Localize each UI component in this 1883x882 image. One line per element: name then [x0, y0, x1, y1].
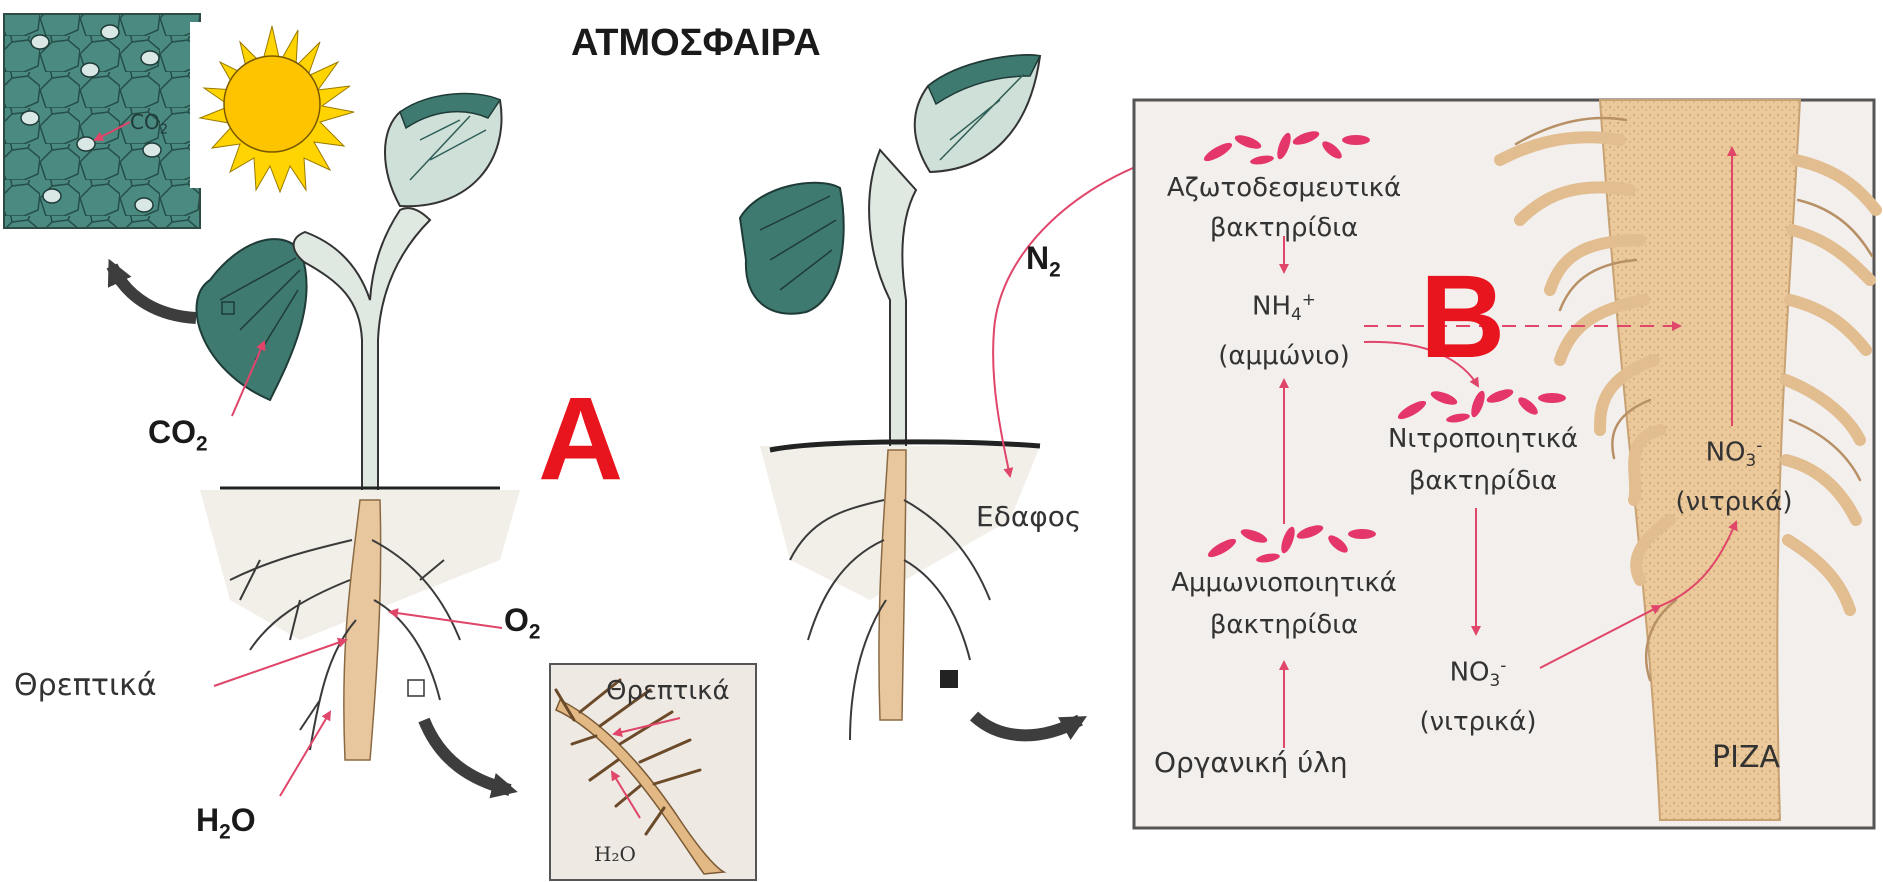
n2-label: N2	[1026, 240, 1061, 282]
nitrogen-fixing-bacteria-label: Αζωτοδεσμευτικά βακτηρίδια	[1144, 168, 1424, 248]
root-nitrate-label: NO3- (νιτρικά)	[1660, 424, 1808, 523]
root-inset-nutrients-label: Θρεπτικά	[606, 676, 730, 706]
diagram-title: ΑΤΜΟΣΦΑΙΡΑ	[571, 22, 821, 65]
root-label: ΡΙΖΑ	[1712, 740, 1780, 775]
plant-a	[197, 94, 521, 760]
nutrients-label: Θρεπτικά	[14, 668, 157, 703]
panel-b-letter: B	[1420, 258, 1505, 376]
water-label: H2O	[196, 802, 256, 844]
leaf-surface-inset	[4, 14, 200, 228]
inset-curved-arrow	[112, 266, 196, 318]
nitrifying-bacteria-label: Νιτροποιητικά βακτηρίδια	[1368, 418, 1598, 502]
nitrate-label: NO3- (νιτρικά)	[1400, 644, 1556, 743]
sun-icon	[190, 22, 354, 192]
root-inset-curved-arrow	[424, 720, 510, 790]
o2-label: O2	[504, 602, 540, 644]
co2-label: CO2	[148, 414, 208, 456]
panel-b-curved-arrow	[974, 716, 1080, 735]
inset-co2-label: CO2	[130, 110, 168, 138]
soil-label: Εδαφος	[976, 500, 1081, 533]
root-inset-water-label: H₂O	[594, 842, 636, 866]
panel-a-letter: A	[538, 380, 623, 498]
ammonium-label: NH4+ (αμμώνιο)	[1174, 278, 1394, 377]
ammonifying-bacteria-label: Αμμωνιοποιητικά βακτηρίδια	[1134, 562, 1434, 646]
organic-matter-label: Οργανική ύλη	[1154, 746, 1348, 779]
